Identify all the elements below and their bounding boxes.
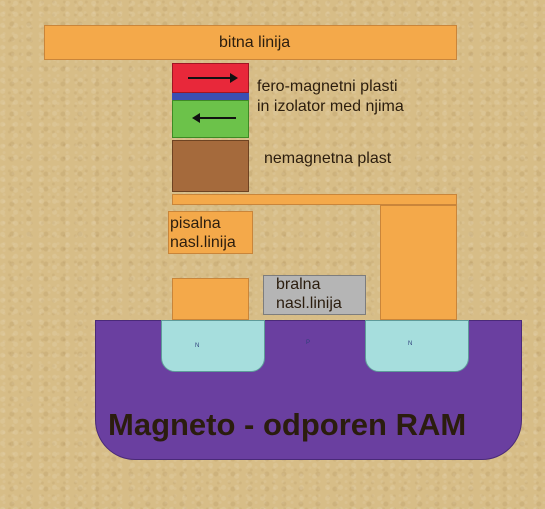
n-left-label: N	[195, 343, 200, 349]
p-label: P	[306, 340, 311, 346]
read-label-line2: nasl.linija	[276, 295, 342, 312]
nonmagnetic-label: nemagnetna plast	[264, 150, 392, 167]
arrow-right-icon	[188, 73, 238, 83]
insulator-layer	[172, 93, 249, 100]
write-label-line2: nasl.linija	[170, 234, 236, 251]
arrow-left-icon	[192, 113, 236, 123]
ferro-label-line1: fero-magnetni plasti	[257, 78, 398, 95]
write-line-box	[168, 211, 253, 254]
read-label-line1: bralna	[276, 276, 321, 293]
bit-line-label: bitna linija	[219, 34, 291, 51]
left-gate-block	[172, 278, 249, 320]
read-line-box	[263, 275, 366, 315]
n-right-label: N	[408, 341, 413, 347]
right-post	[380, 205, 457, 320]
connector-bar	[172, 194, 457, 205]
diagram-title: Magneto - odporen RAM	[108, 407, 467, 442]
n-well-left	[161, 320, 265, 372]
ferro-label-line2: in izolator med njima	[257, 98, 404, 115]
n-well-right	[365, 320, 469, 372]
bit-line-bar	[44, 25, 457, 60]
nonmagnetic-layer	[172, 140, 249, 192]
write-label-line1: pisalna	[170, 215, 221, 232]
